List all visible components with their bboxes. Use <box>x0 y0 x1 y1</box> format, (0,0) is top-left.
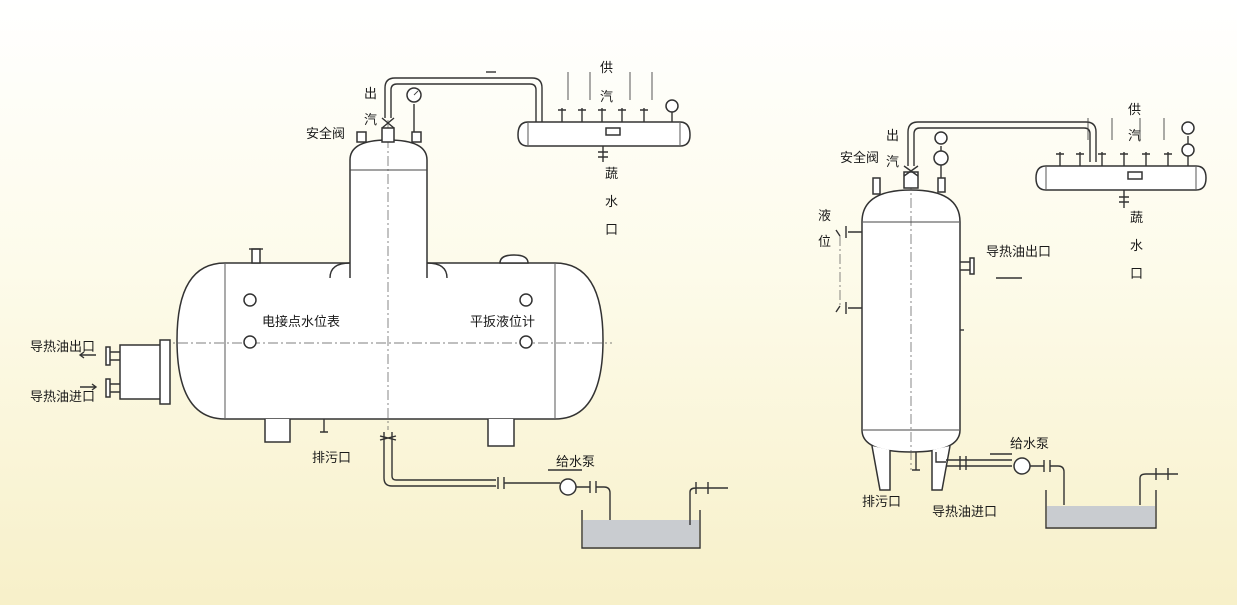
left-leg-1 <box>264 419 291 443</box>
left-oil-in-arrow <box>80 383 98 391</box>
right-label-blowdown: 排污口 <box>862 495 901 510</box>
right-pressure-gauge-icon <box>934 131 948 145</box>
left-outlet-valve-icon <box>381 117 395 129</box>
left-header-gauge-icon <box>665 99 679 113</box>
right-system: 供 汽 出 汽 蔬 水 口 安全阀 液 位 导热油出口 导热油进口 排污口 给水… <box>818 103 1207 529</box>
left-label-outlet-1: 出 <box>364 87 377 102</box>
left-steam-pipe-outer <box>384 77 543 122</box>
left-label-drain-1: 蔬 <box>605 167 618 182</box>
left-steam-pipe-inner <box>390 83 537 122</box>
right-label-level-1: 液 <box>818 209 831 224</box>
left-dome-nozzle-2 <box>381 127 395 143</box>
left-return-pipe <box>689 482 728 525</box>
left-dome-nozzle-1 <box>356 131 367 143</box>
left-heat-exchanger-head <box>119 344 165 400</box>
right-header-valve-icon <box>1181 143 1195 157</box>
right-safety-nozzle <box>872 177 881 195</box>
left-gauge-needle <box>413 90 419 96</box>
left-label-level: 平扳液位计 <box>470 314 535 330</box>
right-label-drain-1: 蔬 <box>1130 211 1143 226</box>
right-label-outlet-2: 汽 <box>886 155 899 170</box>
left-dome-saddle <box>329 262 448 279</box>
left-water-tank <box>581 510 701 549</box>
right-outlet-valve-icon <box>903 165 919 177</box>
right-label-oil-in: 导热油进口 <box>932 505 997 520</box>
right-label-supply-2: 汽 <box>1128 129 1141 144</box>
left-label-electrode: 电接点水位表 <box>262 314 340 330</box>
left-blowdown-pipe <box>320 419 328 433</box>
left-oil-out-arrow <box>78 351 96 359</box>
right-header-gauge-icon <box>1181 121 1195 135</box>
right-sight-glass-icon <box>933 150 949 166</box>
left-steam-dome <box>349 139 428 278</box>
left-feed-check-valve <box>497 477 505 489</box>
left-label-blowdown: 排污口 <box>312 451 351 466</box>
right-steam-header <box>1035 165 1207 191</box>
left-label-outlet-2: 汽 <box>364 113 377 128</box>
left-level-2-icon <box>519 335 533 349</box>
left-drain-valve-icon <box>598 151 608 158</box>
right-water-tank <box>1045 490 1157 529</box>
left-oil-in-flange <box>105 378 111 398</box>
right-water-level <box>1047 506 1155 527</box>
left-oil-out-flange <box>105 346 111 366</box>
left-water-level <box>583 520 699 547</box>
left-header-branches <box>558 72 653 136</box>
right-label-oil-out: 导热油出口 <box>986 245 1051 260</box>
right-oil-in-pipe <box>935 452 946 463</box>
left-feed-pump-icon <box>559 478 577 496</box>
right-leg-2 <box>931 445 951 491</box>
left-label-supply-1: 供 <box>600 61 613 76</box>
left-label-pump: 给水泵 <box>556 455 595 470</box>
right-level-connectors <box>848 231 862 309</box>
right-label-drain-3: 口 <box>1130 267 1143 282</box>
right-label-pump: 给水泵 <box>1010 437 1049 452</box>
left-system: 供 汽 出 汽 蔬 水 口 安全阀 电接点水位表 平扳液位计 导热油出口 导热油… <box>30 61 728 549</box>
left-pump-suction <box>576 481 611 525</box>
left-label-supply-2: 汽 <box>600 90 613 105</box>
left-feed-pipe-inner <box>391 432 496 481</box>
right-label-outlet-1: 出 <box>886 129 899 144</box>
right-steam-pipe-outer <box>907 121 1097 166</box>
left-horizontal-tank <box>176 262 604 420</box>
left-label-drain-2: 水 <box>605 195 618 210</box>
left-electrode-1-icon <box>243 293 257 307</box>
right-feed-check-valve <box>959 456 967 470</box>
right-feed-pump-icon <box>1013 457 1031 475</box>
right-pump-suction <box>1030 460 1065 505</box>
right-steam-pipe-inner <box>913 127 1091 166</box>
right-label-drain-2: 水 <box>1130 239 1143 254</box>
left-level-1-icon <box>519 293 533 307</box>
left-safety-nozzle <box>251 248 261 264</box>
right-gauge-nozzle <box>937 177 946 193</box>
right-drain-valve-icon <box>1119 196 1129 203</box>
right-label-supply-1: 供 <box>1128 103 1141 118</box>
left-label-drain-3: 口 <box>605 223 618 238</box>
right-header-branches <box>1056 118 1172 180</box>
right-leg-1 <box>871 445 891 491</box>
left-label-oil-in: 导热油进口 <box>30 390 95 405</box>
right-label-level-2: 位 <box>818 235 831 250</box>
left-dome-nozzle-3 <box>411 131 422 143</box>
left-top-nozzle <box>499 254 529 264</box>
left-label-oil-out: 导热油出口 <box>30 340 95 355</box>
left-label-safety: 安全阀 <box>306 126 345 142</box>
left-leg-2 <box>487 419 515 447</box>
right-oil-out-flange <box>969 257 975 275</box>
right-label-safety: 安全阀 <box>840 150 879 166</box>
left-electrode-2-icon <box>243 335 257 349</box>
left-feed-valve-icon <box>379 435 397 441</box>
left-steam-header <box>517 121 691 147</box>
right-level-ends <box>835 229 841 313</box>
right-return-pipe <box>1139 468 1178 505</box>
right-feed-pipe <box>946 459 1012 467</box>
left-feed-pipe-outer <box>383 432 496 487</box>
right-blowdown-pipe <box>912 452 920 471</box>
left-flange <box>159 339 171 405</box>
right-outlet-nozzle <box>903 171 919 189</box>
